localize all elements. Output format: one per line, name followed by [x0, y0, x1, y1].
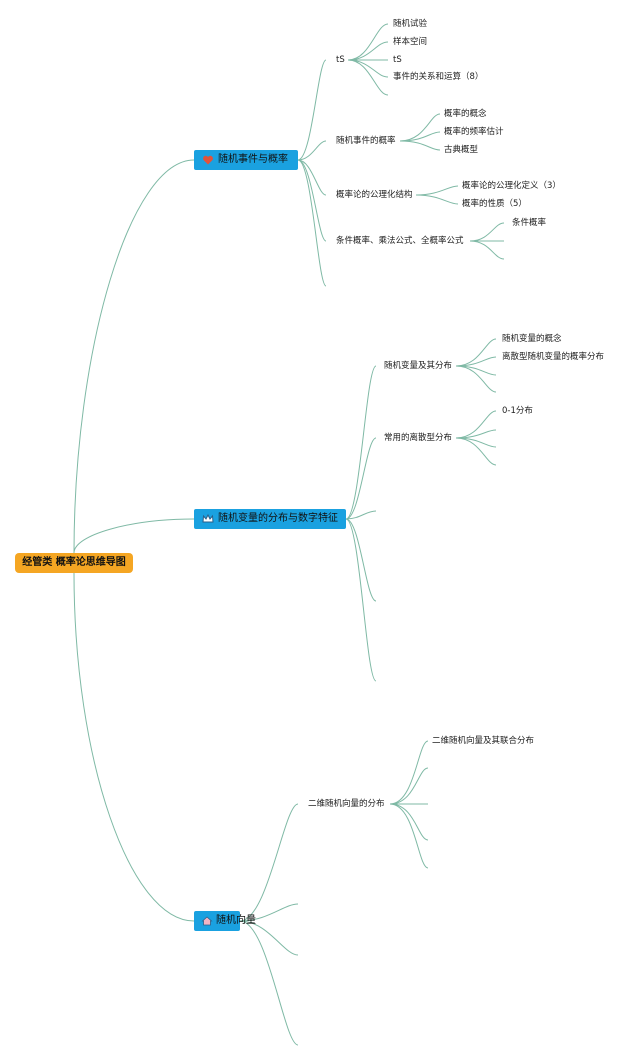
crown-icon: [202, 513, 214, 523]
root-topic[interactable]: 经管类 概率论思维导图: [15, 553, 133, 573]
topic-sample-space[interactable]: 样本空间: [393, 37, 428, 47]
topic-event-probability[interactable]: 随机事件的概率: [336, 136, 396, 146]
topic-random-variable-distribution[interactable]: 随机变量及其分布: [384, 361, 453, 371]
topic-conditional-probability[interactable]: 条件概率: [512, 218, 547, 228]
topic-probability-properties[interactable]: 概率的性质（5）: [462, 199, 527, 209]
branch-random-variables[interactable]: 随机变量的分布与数字特征: [194, 509, 346, 529]
branch-label: 随机向量: [216, 915, 256, 926]
topic-common-discrete[interactable]: 常用的离散型分布: [384, 433, 453, 443]
topic-discrete-distribution[interactable]: 离散型随机变量的概率分布: [502, 352, 605, 362]
topic-event-relations[interactable]: 事件的关系和运算（8）: [393, 72, 484, 82]
topic-conditional-formulas[interactable]: 条件概率、乘法公式、全概率公式: [336, 236, 464, 246]
home-icon: [201, 916, 213, 926]
topic-bernoulli[interactable]: 0-1分布: [502, 406, 533, 416]
topic-ts-leaf[interactable]: tS: [393, 55, 402, 65]
link-b1-fan: [297, 59, 327, 161]
topic-random-experiment[interactable]: 随机试验: [393, 19, 428, 29]
branch-random-vectors[interactable]: 随机向量: [194, 911, 256, 931]
link-root-b3: [73, 572, 195, 922]
link-root-b2: [73, 518, 195, 554]
topic-axiomatic-structure[interactable]: 概率论的公理化结构: [336, 190, 413, 200]
topic-joint-distribution[interactable]: 二维随机向量及其联合分布: [432, 736, 535, 746]
link-root-b1: [73, 159, 195, 554]
branch-label: 随机事件与概率: [218, 154, 288, 165]
topic-ts[interactable]: tS: [336, 55, 345, 65]
topic-bivariate-distribution[interactable]: 二维随机向量的分布: [308, 799, 385, 809]
topic-random-variable-concept[interactable]: 随机变量的概念: [502, 334, 562, 344]
branch-label: 随机变量的分布与数字特征: [218, 513, 338, 524]
topic-frequency-estimate[interactable]: 概率的频率估计: [444, 127, 504, 137]
topic-probability-concept[interactable]: 概率的概念: [444, 109, 487, 119]
heart-icon: [203, 155, 213, 165]
topic-axiomatic-definition[interactable]: 概率论的公理化定义（3）: [462, 181, 561, 191]
topic-classical-model[interactable]: 古典概型: [444, 145, 479, 155]
branch-random-events[interactable]: 随机事件与概率: [194, 150, 298, 170]
